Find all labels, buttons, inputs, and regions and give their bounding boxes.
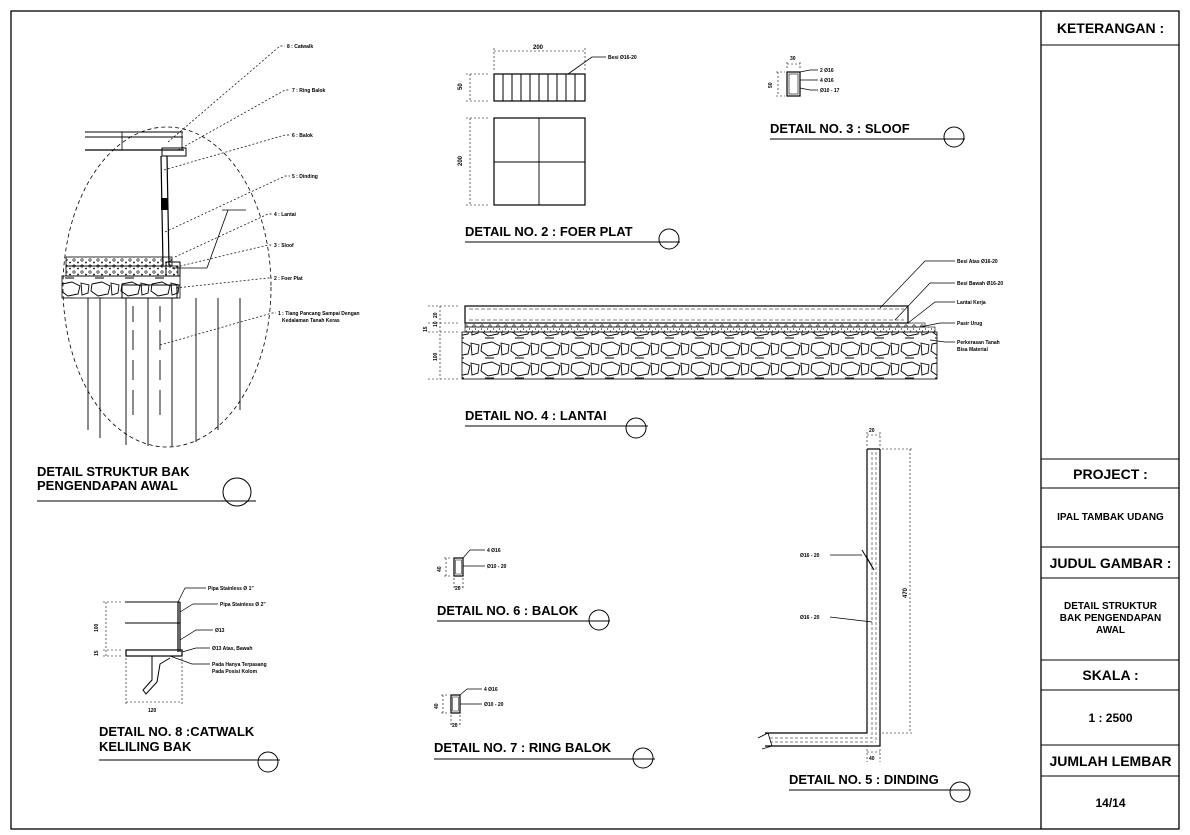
detail-5-rebar-2: Ø16 - 20: [800, 615, 820, 621]
project-label: PROJECT :: [1073, 465, 1148, 482]
detail-4-label-4: Pasir Urug: [957, 321, 982, 327]
detail-4-dim-4: 100: [433, 352, 439, 361]
detail-4-label-3: Lantai Kerja: [957, 300, 986, 306]
detail-5-rebar-1: Ø16 - 20: [800, 553, 820, 559]
judul-gambar-value: DETAIL STRUKTUR BAK PENGENDAPAN AWAL: [1059, 601, 1162, 636]
detail-7-dim-width: 20: [452, 723, 458, 729]
detail-6-dim-height: 40: [437, 566, 443, 572]
detail-6-title: DETAIL NO. 6 : BALOK: [437, 603, 579, 618]
detail-3-title: DETAIL NO. 3 : SLOOF: [770, 121, 910, 136]
detail-8-title-line1: DETAIL NO. 8 :CATWALK: [99, 724, 255, 739]
detail-8-label-1: Pipa Stainless Ø 1": [208, 586, 254, 592]
detail-3-rebar-2: 4 Ø16: [820, 78, 834, 84]
label-catwalk: 8 : Catwalk: [287, 44, 313, 50]
detail-7-rebar-1: 4 Ø16: [484, 687, 498, 693]
sheet-border: [10, 10, 1180, 830]
keterangan-label: KETERANGAN :: [1056, 20, 1165, 36]
detail-7-ring-balok: 40 20 4 Ø16 Ø10 - 20 DETAIL NO. 7 : RING…: [434, 687, 655, 769]
label-lantai: 4 : Lantai: [274, 212, 297, 218]
detail-8-catwalk: 100 15 120 Pipa Stainless Ø 1" Pipa Stai…: [94, 586, 280, 773]
jumlah-lembar-label: JUMLAH LEMBAR: [1049, 752, 1172, 769]
label-tiang-pancang-1: 1 : Tiang Pancang Sampai Dengan: [278, 311, 360, 317]
detail-8-label-3: Ø13: [215, 628, 225, 634]
detail-4-dim-2: 10: [433, 321, 439, 327]
detail-2-rebar-label: Besi Ø16-20: [608, 55, 637, 61]
detail-3-rebar-1: 2 Ø16: [820, 68, 834, 74]
detail-2-dim-width: 200: [533, 45, 544, 51]
detail-7-title: DETAIL NO. 7 : RING BALOK: [434, 740, 612, 755]
detail-3-sloof: 30 50 2 Ø16 4 Ø16 Ø10 - 17 DETAIL NO. 3 …: [768, 56, 965, 148]
detail-4-dim-1: 20: [433, 312, 439, 318]
detail-6-rebar-1: 4 Ø16: [487, 548, 501, 554]
detail-8-dim-height-2: 15: [94, 650, 100, 656]
detail-3-marker: [943, 126, 965, 148]
detail-6-balok: 40 20 4 Ø16 Ø10 - 20 DETAIL NO. 6 : BALO…: [437, 548, 610, 631]
detail-2-dim-height-top: 50: [458, 83, 464, 90]
detail-4-label-1: Besi Atas Ø16-20: [957, 259, 998, 265]
detail-main-title-line2: PENGENDAPAN AWAL: [37, 478, 178, 493]
jumlah-lembar-value: 14/14: [1095, 795, 1126, 810]
detail-8-label-2: Pipa Stainless Ø 2": [220, 602, 266, 608]
label-ring-balok: 7 : Ring Balok: [292, 88, 326, 94]
detail-5-dim-top: 20: [869, 428, 875, 434]
detail-2-dim-height-bottom: 200: [458, 155, 464, 166]
detail-8-label-4: Ø13 Atas, Bawah: [212, 646, 252, 652]
detail-main-title-line1: DETAIL STRUKTUR BAK: [37, 464, 190, 479]
detail-3-dim-width: 30: [790, 56, 796, 62]
detail-7-dim-height: 40: [434, 703, 440, 709]
detail-5-dinding: 20 470 40 Ø16 - 20 Ø16 - 20 DETAIL NO. 5…: [757, 428, 971, 803]
detail-4-marker: [625, 417, 647, 439]
detail-8-label-5b: Pada Posisi Kolom: [212, 669, 258, 675]
detail-5-dim-bottom: 40: [869, 756, 875, 762]
judul-gambar-label: JUDUL GAMBAR :: [1049, 554, 1172, 571]
detail-8-dim-height-1: 100: [94, 623, 100, 632]
title-block-rows: [1041, 44, 1179, 777]
detail-4-label-5b: Bisa Material: [957, 347, 988, 353]
label-foer-plat: 2 : Foer Plat: [274, 276, 303, 282]
detail-2-title: DETAIL NO. 2 : FOER PLAT: [465, 224, 633, 239]
detail-bubble: [62, 126, 272, 448]
detail-5-title: DETAIL NO. 5 : DINDING: [789, 772, 939, 787]
detail-2-foer-plat: 200 50 200 Besi Ø16-20 DETAIL NO. 2 : FO…: [458, 45, 680, 250]
detail-3-dim-height: 50: [768, 82, 774, 88]
detail-8-label-5a: Pada Hanya Terpasang: [212, 662, 267, 668]
detail-6-rebar-2: Ø10 - 20: [487, 564, 507, 570]
detail-main-marker: [222, 477, 252, 507]
detail-7-marker: [632, 747, 654, 769]
label-balok: 6 : Balok: [292, 133, 313, 139]
detail-4-label-5a: Perkerasan Tanah: [957, 340, 1000, 346]
skala-value: 1 : 2500: [1088, 710, 1133, 725]
detail-8-dim-width: 120: [148, 708, 157, 714]
detail-8-marker: [257, 751, 279, 773]
detail-2-marker: [658, 228, 680, 250]
label-sloof: 3 : Sloof: [274, 243, 294, 249]
detail-3-rebar-3: Ø10 - 17: [820, 88, 840, 94]
detail-4-label-2: Besi Bawah Ø16-20: [957, 281, 1003, 287]
detail-8-title-line2: KELILING BAK: [99, 739, 192, 754]
project-value: IPAL TAMBAK UDANG: [1057, 511, 1164, 523]
detail-4-lantai: 20 10 15 100 Besi Atas Ø16-20 Besi Bawah…: [423, 259, 1003, 439]
detail-4-dim-3: 15: [423, 326, 429, 332]
detail-main-structure: 8 : Catwalk 7 : Ring Balok 6 : Balok 5 :…: [37, 44, 360, 507]
detail-6-marker: [588, 609, 610, 631]
detail-7-rebar-2: Ø10 - 20: [484, 702, 504, 708]
detail-5-marker: [949, 781, 971, 803]
label-tiang-pancang-2: Kedalaman Tanah Keras: [282, 318, 340, 324]
detail-6-dim-width: 20: [455, 586, 461, 592]
skala-label: SKALA :: [1082, 667, 1139, 683]
detail-4-title: DETAIL NO. 4 : LANTAI: [465, 408, 607, 423]
label-dinding: 5 : Dinding: [292, 174, 318, 180]
detail-5-dim-height: 470: [903, 587, 909, 598]
